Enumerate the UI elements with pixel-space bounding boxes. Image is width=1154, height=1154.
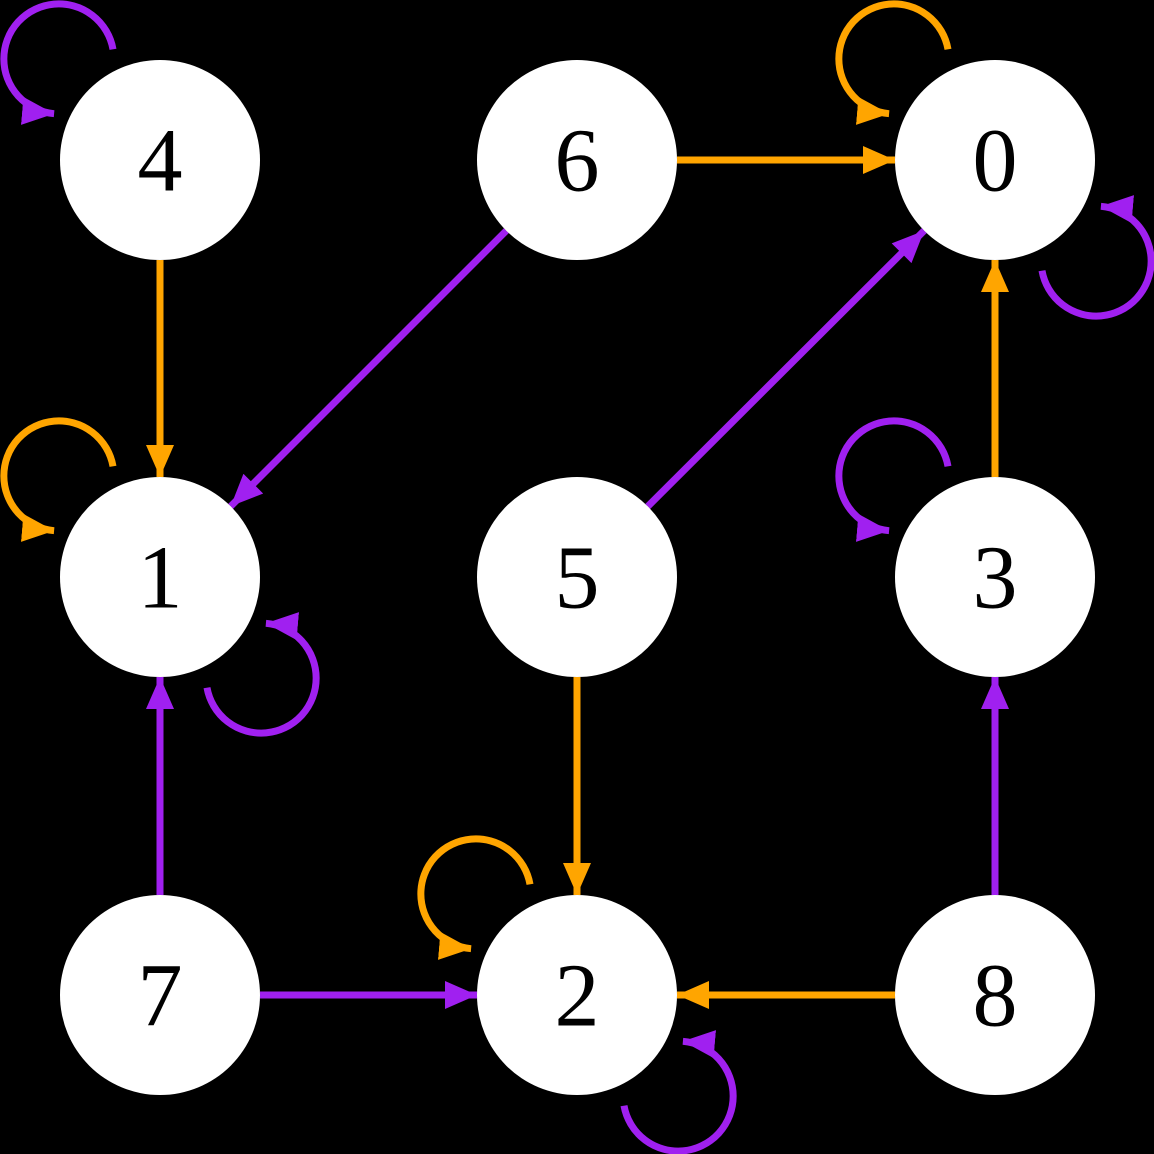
node-circle-7	[60, 895, 260, 1095]
node-circle-5	[477, 477, 677, 677]
node-circle-3	[895, 477, 1095, 677]
edge-5-0	[645, 228, 927, 509]
self-loop-1-top-left	[0, 417, 117, 542]
node-6: 6	[477, 60, 677, 260]
self-loop-2-bottom-right	[620, 1030, 737, 1154]
node-5: 5	[477, 477, 677, 677]
node-3: 3	[895, 477, 1095, 677]
node-circle-4	[60, 60, 260, 260]
node-circle-1	[60, 477, 260, 677]
node-circle-8	[895, 895, 1095, 1095]
node-0: 0	[895, 60, 1095, 260]
node-8: 8	[895, 895, 1095, 1095]
self-loop-1-bottom-right	[203, 612, 320, 737]
self-loop-4-top-left	[0, 0, 117, 125]
node-2: 2	[477, 895, 677, 1095]
node-7: 7	[60, 895, 260, 1095]
self-loop-0-bottom-right	[1038, 195, 1154, 320]
node-1: 1	[60, 477, 260, 677]
self-loop-2-top-left	[417, 835, 534, 960]
node-circle-2	[477, 895, 677, 1095]
edge-6-1	[228, 228, 509, 509]
node-circle-6	[477, 60, 677, 260]
node-4: 4	[60, 60, 260, 260]
self-loop-3-top-left	[835, 417, 952, 542]
self-loop-0-top-left	[835, 0, 952, 125]
node-circle-0	[895, 60, 1095, 260]
